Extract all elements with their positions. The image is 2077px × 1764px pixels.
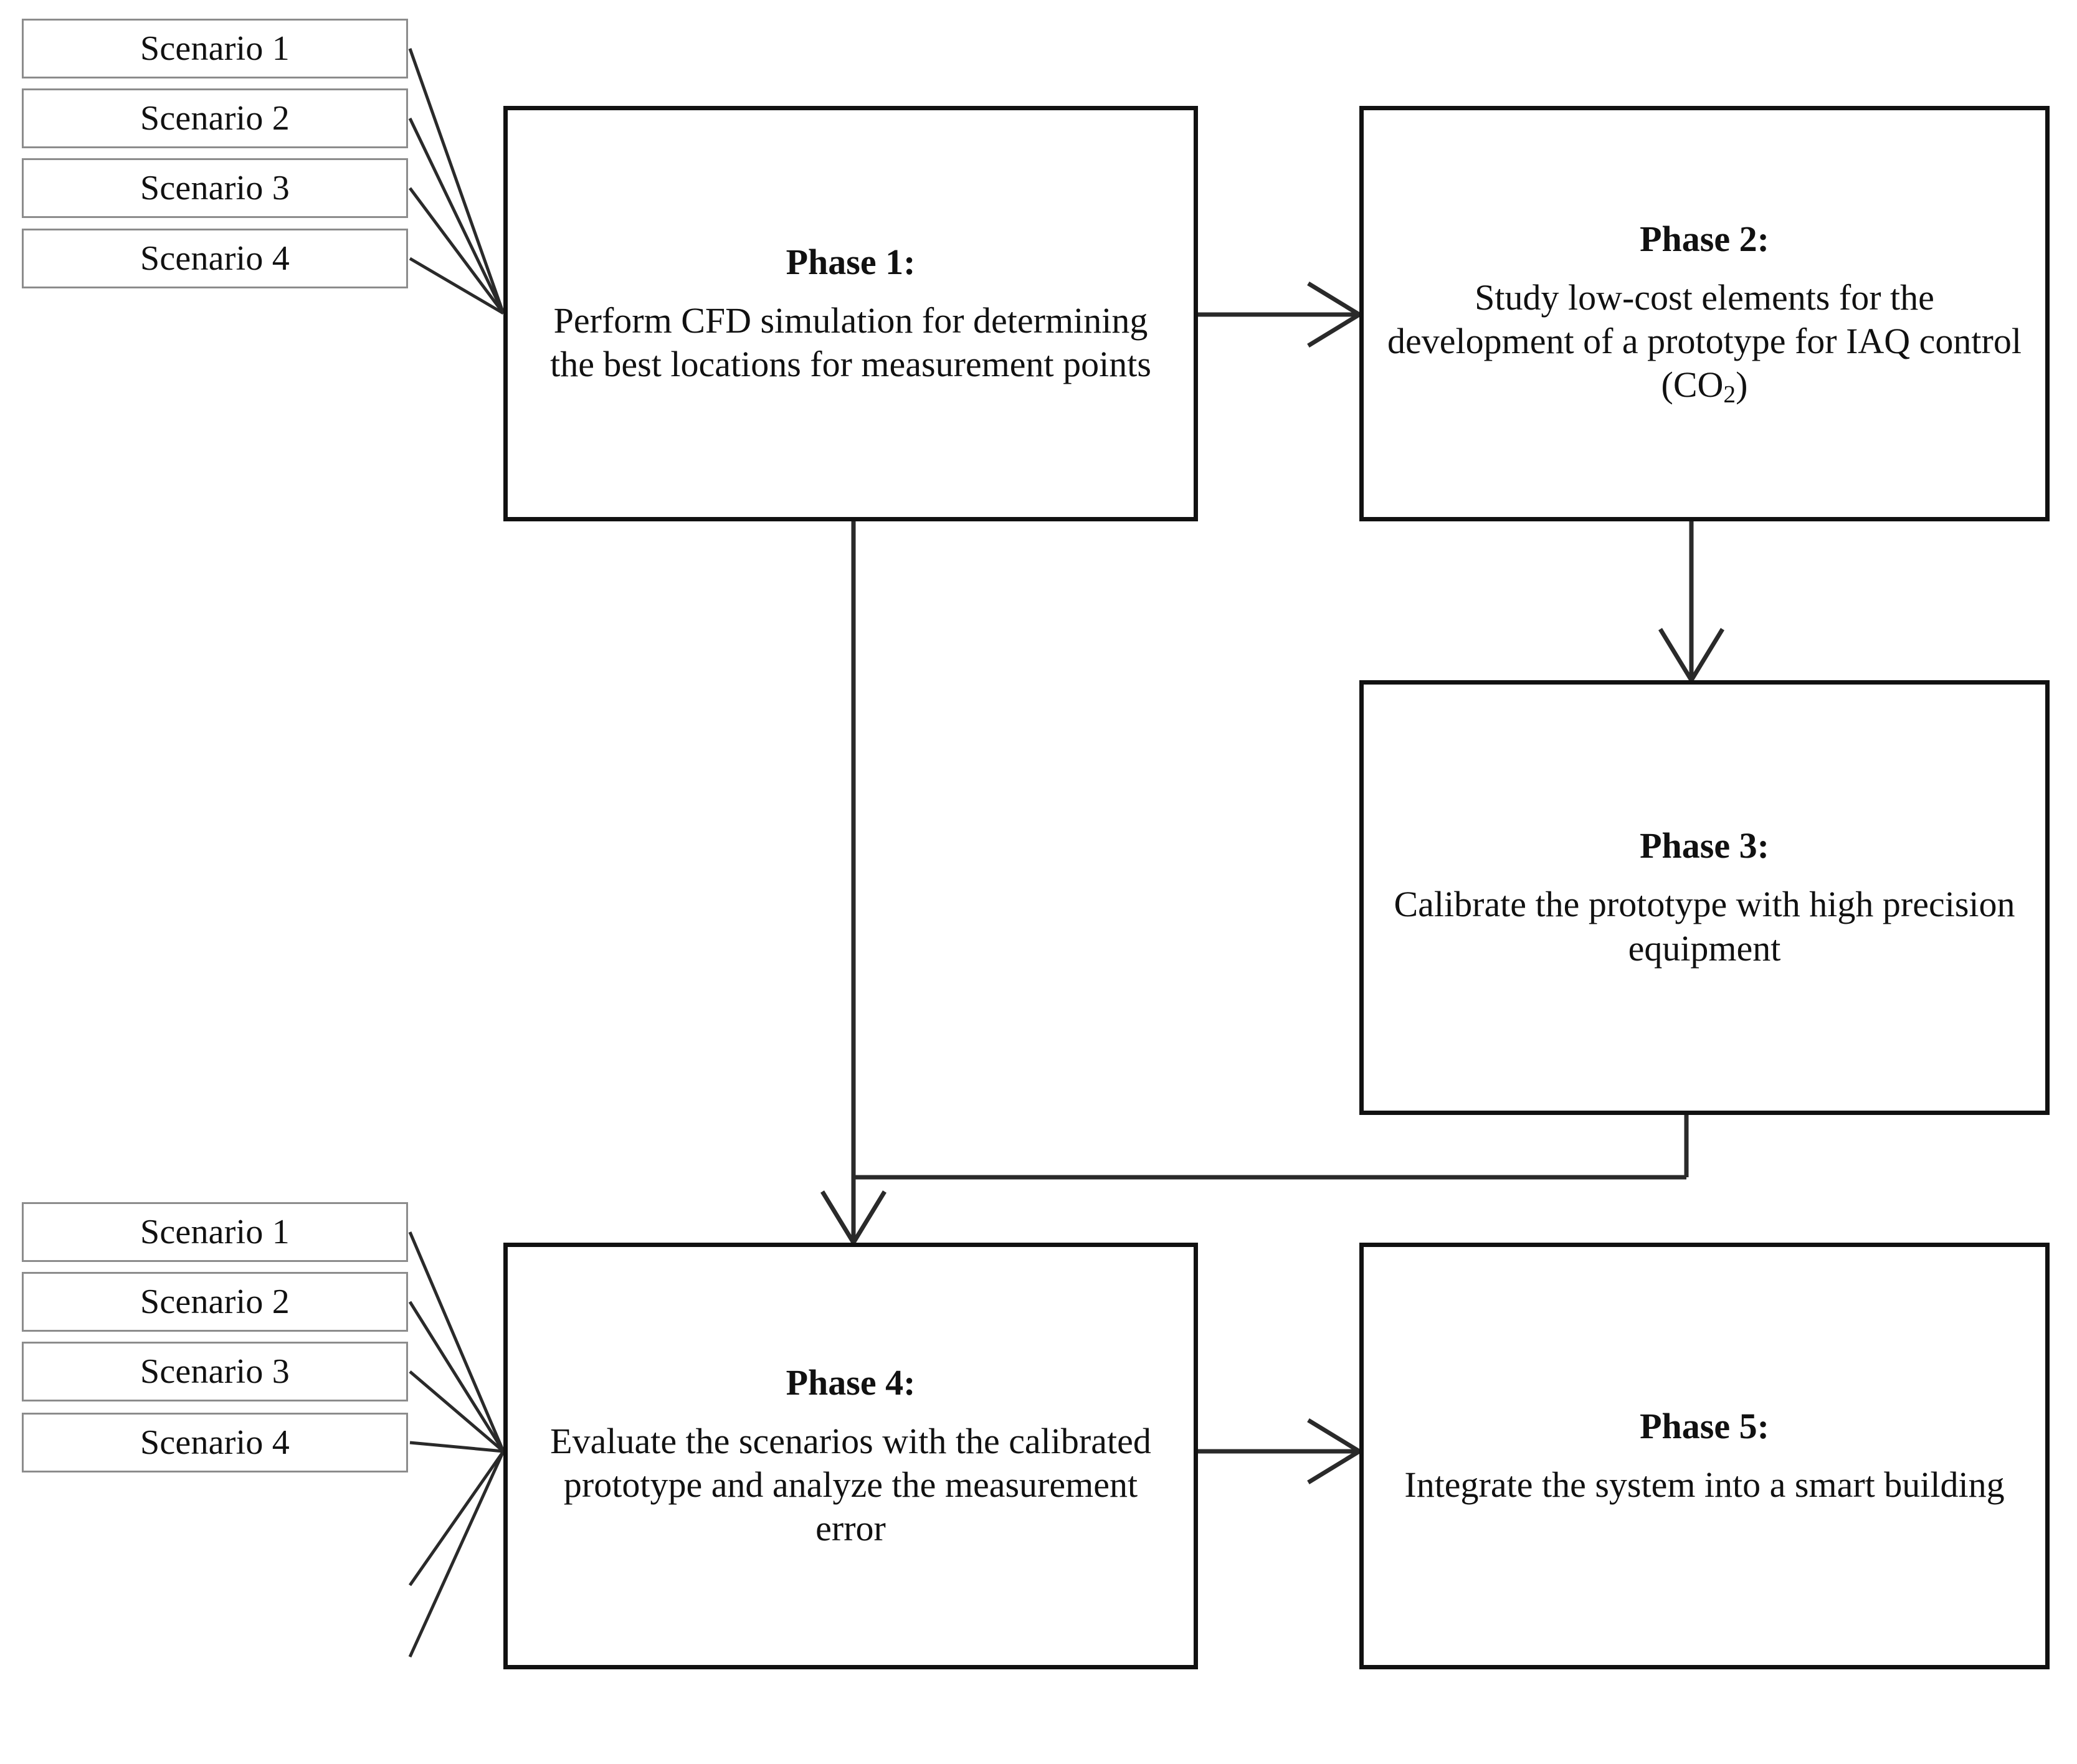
scenario-label: Scenario 2	[140, 99, 290, 138]
connector-phase3-to-phase4	[853, 1115, 1689, 1180]
phase-2-description: Study low-cost elements for the developm…	[1385, 276, 2024, 410]
scenario-label: Scenario 3	[140, 1352, 290, 1391]
phase-2-description-main: Study low-cost elements for the developm…	[1387, 277, 2022, 405]
phase-4-title: Phase 4:	[786, 1362, 916, 1403]
phase-box-2[interactable]: Phase 2: Study low-cost elements for the…	[1359, 106, 2050, 521]
phase-1-description: Perform CFD simulation for determining t…	[550, 300, 1151, 385]
phase-2-title: Phase 2:	[1640, 218, 1769, 259]
phase-box-4[interactable]: Phase 4: Evaluate the scenarios with the…	[503, 1243, 1198, 1669]
scenario-label: Scenario 4	[140, 1423, 290, 1462]
phase-5-title: Phase 5:	[1640, 1405, 1769, 1446]
scenario-box-top-2[interactable]: Scenario 2	[22, 88, 408, 148]
connector-phase2-to-phase3	[1658, 521, 1724, 685]
phase-box-1[interactable]: Phase 1: Perform CFD simulation for dete…	[503, 106, 1198, 521]
phase-5-description: Integrate the system into a smart buildi…	[1404, 1464, 2005, 1506]
connector-phase1-to-phase4	[820, 521, 886, 1247]
phase-2-description-tail: )	[1736, 364, 1748, 405]
connector-bottom-scenarios-to-phase4	[408, 1231, 505, 1658]
scenario-box-bottom-3[interactable]: Scenario 3	[22, 1342, 408, 1401]
phase-3-description: Calibrate the prototype with high precis…	[1394, 884, 2015, 969]
scenario-box-bottom-1[interactable]: Scenario 1	[22, 1202, 408, 1262]
phase-2-description-subscript: 2	[1723, 380, 1736, 408]
scenario-label: Scenario 3	[140, 169, 290, 207]
phase-1-title: Phase 1:	[786, 241, 916, 282]
connector-top-scenarios-to-phase1	[408, 48, 505, 315]
scenario-box-top-4[interactable]: Scenario 4	[22, 229, 408, 288]
scenario-label: Scenario 4	[140, 239, 290, 278]
phase-box-3[interactable]: Phase 3: Calibrate the prototype with hi…	[1359, 680, 2050, 1115]
connector-phase1-to-phase2	[1198, 282, 1364, 348]
connector-phase4-to-phase5	[1198, 1418, 1364, 1484]
scenario-box-bottom-2[interactable]: Scenario 2	[22, 1272, 408, 1332]
scenario-label: Scenario 2	[140, 1283, 290, 1321]
scenario-label: Scenario 1	[140, 1213, 290, 1251]
scenario-label: Scenario 1	[140, 29, 290, 68]
scenario-box-bottom-4[interactable]: Scenario 4	[22, 1413, 408, 1472]
phase-box-5[interactable]: Phase 5: Integrate the system into a sma…	[1359, 1243, 2050, 1669]
scenario-box-top-1[interactable]: Scenario 1	[22, 19, 408, 78]
scenario-box-top-3[interactable]: Scenario 3	[22, 158, 408, 218]
phase-4-description: Evaluate the scenarios with the calibrat…	[550, 1420, 1151, 1549]
phase-3-title: Phase 3:	[1640, 825, 1769, 866]
